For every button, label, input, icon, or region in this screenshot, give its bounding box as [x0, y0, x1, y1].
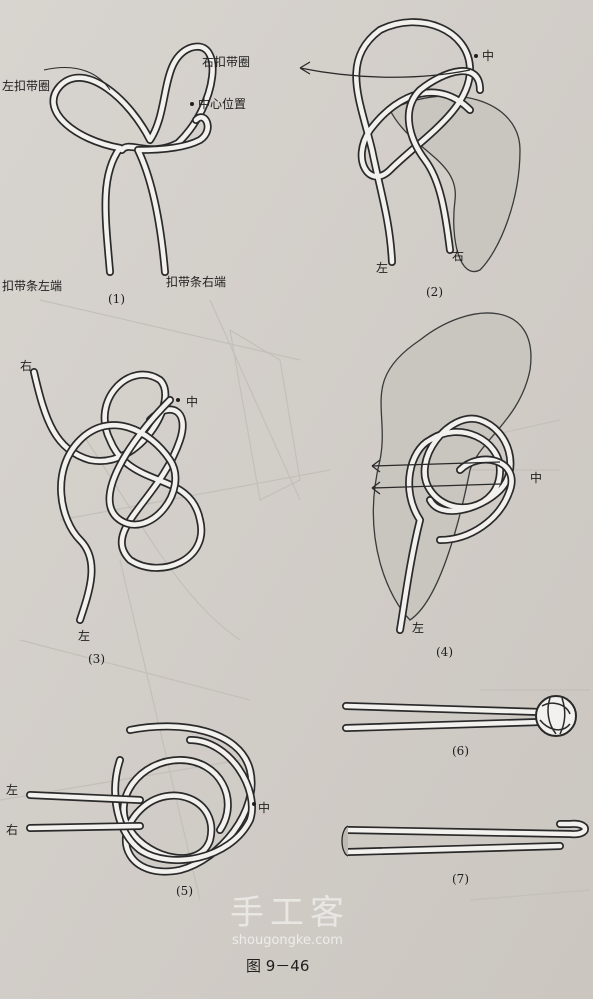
panel-number: (3) [88, 652, 105, 666]
panel-number: (1) [108, 292, 125, 306]
label-right-loop: 右扣带圈 [202, 54, 250, 69]
label-right-end: 扣带条右端 [166, 274, 226, 289]
label-right: 右 [452, 248, 464, 263]
label-left: 左 [78, 628, 90, 643]
figure-caption: 图 9－46 [246, 957, 309, 975]
watermark-url: shougongke.com [232, 933, 343, 948]
panel-number: (2) [426, 285, 443, 299]
panel-number: (5) [176, 884, 193, 898]
label-center: 中 [530, 470, 542, 485]
label-left: 左 [376, 260, 388, 275]
label-left-loop: 左扣带圈 [2, 78, 50, 93]
panel-number: (6) [452, 744, 469, 758]
panel-4-tightened-knot [371, 312, 532, 634]
panel-6-finished-knot [342, 695, 577, 737]
label-center: 中 [186, 394, 198, 409]
label-center: 中 [258, 800, 270, 815]
panel-1-initial-loops [43, 42, 217, 276]
label-left: 左 [412, 620, 424, 635]
panel-2-loops-crossed [299, 18, 521, 273]
label-center: 中 [482, 48, 494, 63]
label-center: 中心位置 [198, 96, 246, 111]
label-right: 右 [20, 358, 32, 373]
panel-5-knot-before-tightening [26, 722, 256, 876]
panel-number: (7) [452, 872, 469, 886]
panel-7-cord-preparation [341, 819, 589, 857]
panel-3-weaving-loops [30, 368, 206, 624]
watermark-title: 手工客 [230, 893, 350, 933]
label-left: 左 [6, 782, 18, 797]
label-right: 右 [6, 822, 18, 837]
label-left-end: 扣带条左端 [2, 278, 62, 293]
panel-number: (4) [436, 645, 453, 659]
